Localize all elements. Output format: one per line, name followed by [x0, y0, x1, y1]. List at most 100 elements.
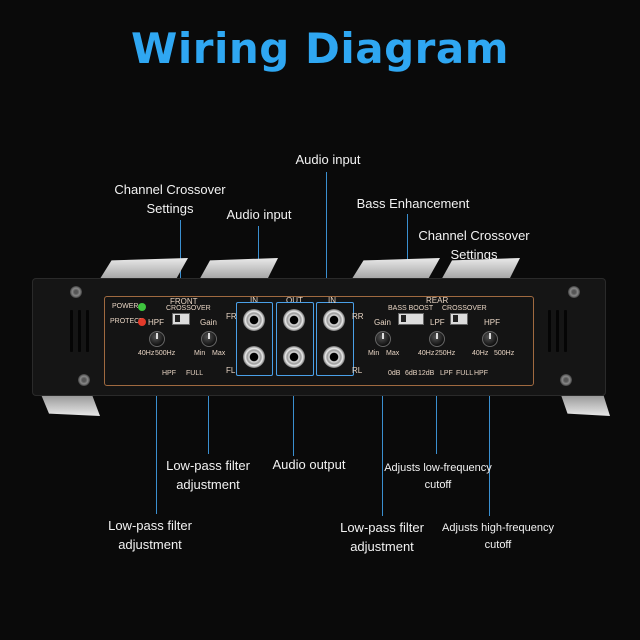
lpf-label: LPF — [430, 318, 445, 327]
heatsink-fin — [560, 392, 610, 416]
heatsink-fin — [40, 392, 100, 416]
leader-adjusts-low — [436, 342, 437, 454]
leader-audio-input-top — [326, 172, 327, 300]
front-label: FRONT — [170, 297, 198, 306]
page-title: Wiring Diagram — [131, 24, 509, 73]
rear-in-label: IN — [328, 296, 336, 305]
rear-min-label: Min — [368, 350, 380, 357]
hpf-hz40-label: 40Hz — [472, 350, 489, 357]
min-label: Min — [194, 350, 206, 357]
label-bass-enhancement: Bass Enhancement — [356, 196, 470, 211]
vent-slot — [78, 310, 81, 352]
label-channel-crossover-left: Channel Crossover Settings — [100, 180, 240, 218]
screw — [560, 374, 572, 386]
db6-label: 6dB — [405, 370, 418, 377]
front-crossover-switch[interactable] — [172, 313, 190, 325]
rca-rl-in[interactable] — [323, 346, 345, 368]
leader-lowpass-mid — [208, 342, 209, 454]
out-label: OUT — [286, 296, 303, 305]
lpf-hz250-label: 250Hz — [435, 350, 456, 357]
front-gain-knob[interactable] — [201, 331, 217, 347]
rca-fl-in[interactable] — [243, 346, 265, 368]
rear-max-label: Max — [386, 350, 400, 357]
vent-slot — [564, 310, 567, 352]
lpf-bottom-label: LPF — [440, 370, 453, 377]
crossover-label: CROSSOVER — [166, 305, 211, 312]
fl-label: FL — [226, 366, 236, 375]
label-audio-output: Audio output — [272, 457, 346, 472]
rear-crossover-switch[interactable] — [450, 313, 468, 325]
vent-slot — [548, 310, 551, 352]
label-line: adjustment — [118, 537, 182, 552]
max-label: Max — [212, 350, 226, 357]
rear-lpf-knob[interactable] — [429, 331, 445, 347]
rear-hpf-knob[interactable] — [482, 331, 498, 347]
rear-crossover-label: CROSSOVER — [442, 305, 487, 312]
full-label: FULL — [186, 370, 204, 377]
rl-label: RL — [352, 366, 363, 375]
label-line: Low-pass filter — [340, 520, 424, 535]
rca-out-2[interactable] — [283, 346, 305, 368]
rca-input-rear-group — [316, 302, 354, 376]
screw — [70, 286, 82, 298]
label-adjusts-high: Adjusts high-frequency cutoff — [436, 520, 560, 554]
label-line: Adjusts high-frequency — [442, 522, 554, 534]
db0-label: 0dB — [388, 370, 401, 377]
label-line: Settings — [146, 201, 194, 216]
hpf-bottom-label: HPF — [162, 370, 176, 377]
label-channel-crossover-right: Channel Crossover Settings — [404, 226, 544, 264]
power-led — [138, 303, 146, 311]
rca-fr-in[interactable] — [243, 309, 265, 331]
leader-lowpass-left — [156, 346, 157, 514]
in-label: IN — [250, 296, 258, 305]
label-lowpass-left: Low-pass filter adjustment — [92, 516, 208, 554]
full2-label: FULL — [456, 370, 474, 377]
bass-boost-switch[interactable] — [398, 313, 424, 325]
rca-input-front-group — [236, 302, 273, 376]
bass-boost-label: BASS BOOST — [388, 305, 434, 312]
label-line: cutoff — [484, 539, 512, 551]
fr-label: FR — [226, 312, 237, 321]
screw — [78, 374, 90, 386]
rca-output-group — [276, 302, 314, 376]
label-line: Channel Crossover — [114, 182, 226, 197]
leader-adjusts-high — [489, 342, 490, 516]
hpf-label: HPF — [148, 318, 164, 327]
rca-out-1[interactable] — [283, 309, 305, 331]
label-audio-input-left: Audio input — [226, 207, 292, 222]
leader-audio-output — [293, 372, 294, 456]
control-panel — [104, 296, 534, 386]
hz40-label: 40Hz — [138, 350, 155, 357]
label-line: Channel Crossover — [418, 228, 530, 243]
lpf-hz40-label: 40Hz — [418, 350, 435, 357]
vent-slot — [556, 310, 559, 352]
label-lowpass-mid: Low-pass filter adjustment — [150, 456, 266, 494]
hpf2-label: HPF — [474, 370, 488, 377]
vent-slot — [86, 310, 89, 352]
hpf-hz500-label: 500Hz — [494, 350, 515, 357]
screw — [568, 286, 580, 298]
vent-slot — [70, 310, 73, 352]
front-hpf-knob[interactable] — [149, 331, 165, 347]
label-line: adjustment — [350, 539, 414, 554]
leader-lowpass-right — [382, 346, 383, 516]
rca-rr-in[interactable] — [323, 309, 345, 331]
label-line: cutoff — [424, 479, 452, 491]
label-adjusts-low: Adjusts low-frequency cutoff — [378, 460, 498, 494]
rear-hpf-label: HPF — [484, 318, 500, 327]
protect-label: PROTECT — [110, 318, 144, 325]
rear-gain-knob[interactable] — [375, 331, 391, 347]
rear-label: REAR — [426, 296, 449, 305]
label-line: Adjusts low-frequency — [384, 462, 492, 474]
rear-gain-label: Gain — [374, 318, 391, 327]
label-line: Low-pass filter — [166, 458, 250, 473]
rr-label: RR — [352, 312, 364, 321]
label-audio-input-top: Audio input — [295, 152, 361, 167]
gain-label: Gain — [200, 318, 217, 327]
db12-label: 12dB — [418, 370, 435, 377]
hz500-label: 500Hz — [155, 350, 176, 357]
label-line: Settings — [450, 247, 498, 262]
label-line: adjustment — [176, 477, 240, 492]
power-label: POWER — [112, 303, 139, 310]
